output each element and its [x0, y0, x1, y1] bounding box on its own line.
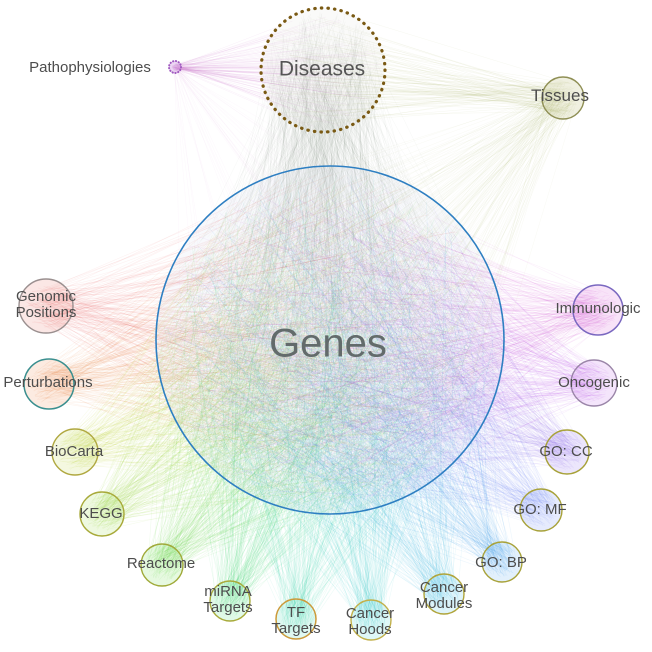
oncogenic-node[interactable]: [570, 359, 618, 407]
cancer_modules-node[interactable]: [423, 573, 465, 615]
mirna_targets-node[interactable]: [209, 580, 251, 622]
edge-bundle-biocarta-to-genes: [57, 177, 499, 499]
edge-bundle-cancer_modules-to-genes: [166, 175, 493, 611]
edge-bundle-go_bp-to-genes: [188, 195, 517, 578]
immunologic-node[interactable]: [572, 284, 624, 336]
edge-bundle-pathophysiologies-to-genes: [171, 64, 471, 500]
biocarta-node[interactable]: [51, 428, 99, 476]
go_cc-node[interactable]: [544, 429, 590, 475]
tf_targets-node[interactable]: [275, 598, 317, 640]
cancer_hoods-node[interactable]: [350, 599, 392, 641]
perturbations-node[interactable]: [23, 358, 75, 410]
node-circles: [18, 6, 624, 641]
edge-bundle-genomic_positions-to-genes: [24, 174, 479, 499]
edge-bundle-cancer_hoods-to-genes: [165, 175, 489, 635]
kegg-node[interactable]: [79, 491, 125, 537]
edge-bundle-mirna_targets-to-genes: [163, 175, 490, 617]
edge-bundle-kegg-to-genes: [85, 179, 495, 531]
reactome-node[interactable]: [140, 543, 184, 587]
go_mf-node[interactable]: [519, 488, 563, 532]
pathophysiologies-node[interactable]: [168, 60, 182, 74]
edge-bundle-tissues-to-genes: [163, 81, 580, 501]
edge-bundle-tf_targets-to-genes: [189, 182, 499, 634]
edge-bundle-tissues-to-diseases: [263, 14, 578, 125]
edge-bundles: [24, 12, 617, 635]
edge-bundle-oncogenic-to-genes: [177, 182, 613, 497]
edge-bundle-pathophysiologies-to-diseases: [171, 16, 382, 127]
edge-bundle-diseases-to-genes: [161, 12, 498, 509]
go_bp-node[interactable]: [481, 541, 523, 583]
edge-bundle-immunologic-to-genes: [164, 197, 617, 505]
edge-bundle-reactome-to-genes: [146, 178, 479, 581]
diseases-node[interactable]: [259, 6, 387, 134]
genes-node[interactable]: [155, 165, 505, 515]
genomic_positions-node[interactable]: [18, 278, 74, 334]
tissues-node[interactable]: [541, 76, 585, 120]
edge-bundle-perturbations-to-genes: [29, 174, 494, 502]
edge-bundle-go_mf-to-genes: [164, 176, 558, 527]
edge-bundle-go_cc-to-genes: [161, 176, 585, 505]
